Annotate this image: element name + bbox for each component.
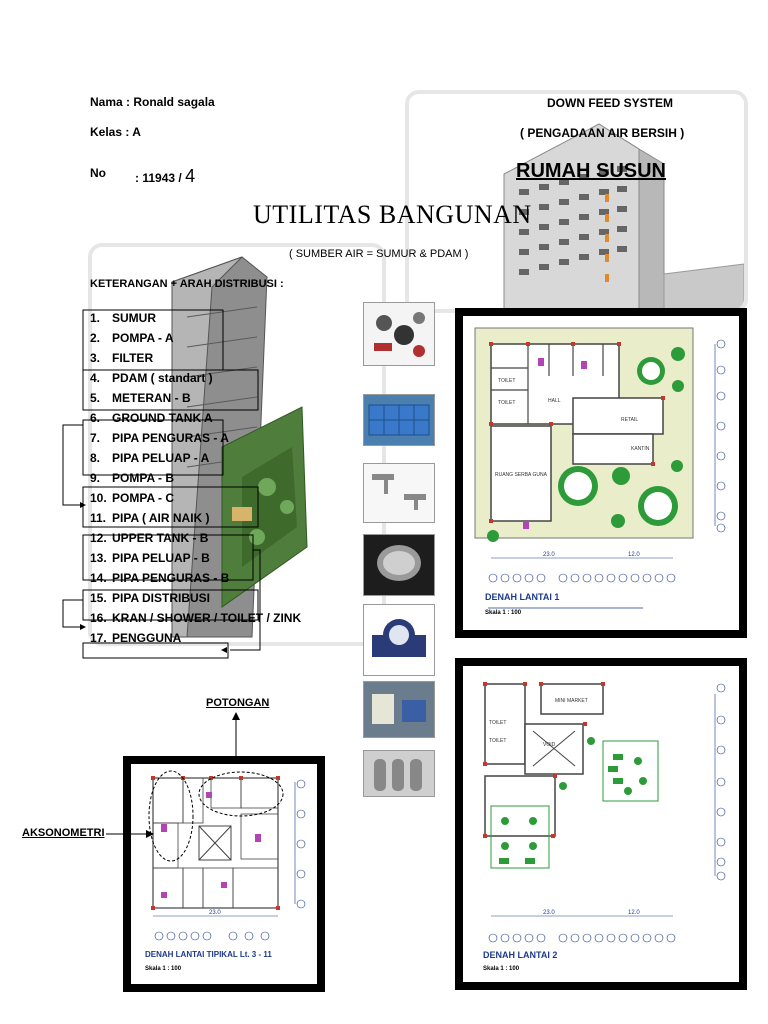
room-label: KANTIN (631, 446, 650, 452)
room-label: VOID (543, 742, 556, 748)
system-subtitle: ( PENGADAAN AIR BERSIH ) (520, 126, 685, 140)
student-name: Nama : Ronald sagala (90, 95, 215, 109)
faucet-image (363, 463, 435, 523)
floor-plan-1-drawing: TOILET TOILET HALL RETAIL KANTIN RUANG S… (474, 327, 726, 609)
list-item: 4.PDAM ( standart ) (90, 371, 213, 385)
pipe-fittings-image (363, 302, 435, 366)
aksonometri-label: AKSONOMETRI (22, 827, 105, 839)
floor-plan-1: TOILET TOILET HALL RETAIL KANTIN RUANG S… (455, 308, 747, 638)
list-item: 14.PIPA PENGURAS - B (90, 571, 230, 585)
list-item: 6.GROUND TANK A (90, 411, 213, 425)
building-render-frame (405, 90, 748, 313)
dim-label: 23.0 (543, 552, 555, 558)
water-source: ( SUMBER AIR = SUMUR & PDAM ) (289, 248, 469, 260)
list-item: 5.METERAN - B (90, 391, 191, 405)
room-label: RETAIL (621, 417, 638, 423)
list-item: 10.POMPA - C (90, 491, 174, 505)
floor-plan-2-drawing: MINI MARKET TOILET TOILET VOID 23.0 12.0 (483, 682, 726, 943)
page-title: UTILITAS BANGUNAN (253, 200, 532, 229)
aksonometri-arrow (106, 830, 154, 838)
list-item: 3.FILTER (90, 351, 154, 365)
student-class: Kelas : A (90, 125, 141, 139)
room-label: TOILET (498, 378, 515, 384)
dim-label: 12.0 (628, 910, 640, 916)
list-item: 17.PENGGUNA (90, 631, 182, 645)
legend-heading: KETERANGAN + ARAH DISTRIBUSI : (90, 278, 284, 290)
list-item: 11.PIPA ( AIR NAIK ) (90, 511, 210, 525)
water-meter-image (363, 604, 435, 676)
plan-scale: Skala 1 : 100 (483, 966, 520, 972)
potongan-arrow (232, 712, 240, 758)
list-item: 15.PIPA DISTRIBUSI (90, 591, 211, 605)
dim-label: 12.0 (628, 552, 640, 558)
list-item: 7.PIPA PENGURAS - A (90, 431, 229, 445)
room-label: TOILET (489, 738, 506, 744)
room-label: HALL (548, 398, 561, 404)
pump-panel-image (363, 681, 435, 738)
room-label: TOILET (489, 720, 506, 726)
dim-label: 23.0 (543, 910, 555, 916)
list-item: 1.SUMUR (90, 311, 156, 325)
floor-plan-typical: 23.0 DENAH LANTAI TIPIKAL Lt. 3 - 11 Ska… (123, 756, 325, 992)
plan-title: DENAH LANTAI 1 (485, 592, 560, 602)
list-item: 8.PIPA PELUAP - A (90, 451, 210, 465)
plan-scale: Skala 1 : 100 (145, 966, 182, 972)
tower-axonometric-image (171, 256, 308, 638)
room-label: TOILET (498, 400, 515, 406)
list-item: 2.POMPA - A (90, 331, 174, 345)
plan-title: DENAH LANTAI 2 (483, 950, 558, 960)
shower-image (363, 534, 435, 596)
room-label: MINI MARKET (555, 698, 588, 704)
dim-label: 23.0 (209, 910, 221, 916)
plan-title: DENAH LANTAI TIPIKAL Lt. 3 - 11 (145, 950, 272, 959)
student-no-suffix: 4 (185, 166, 196, 186)
potongan-label: POTONGAN (206, 697, 270, 709)
system-name: DOWN FEED SYSTEM (547, 96, 674, 110)
ground-tank-image (363, 394, 435, 446)
tower-frame (88, 243, 386, 646)
floor-plan-2: MINI MARKET TOILET TOILET VOID 23.0 12.0… (455, 658, 747, 990)
apartment-tower-image (409, 94, 744, 309)
floor-plan-typical-drawing: 23.0 (148, 770, 306, 941)
list-item: 16.KRAN / SHOWER / TOILET / ZINK (90, 611, 302, 625)
plan-scale: Skala 1 : 100 (485, 610, 522, 616)
room-label: RUANG SERBA GUNA (495, 472, 548, 478)
building-title: RUMAH SUSUN (516, 160, 666, 182)
filter-tank-image (363, 750, 435, 797)
list-item: 13.PIPA PELUAP - B (90, 551, 210, 565)
student-no-number: : 11943 / (135, 171, 182, 185)
distribution-connectors (62, 309, 261, 659)
student-no-label: No (90, 166, 106, 180)
student-no-value: : 11943 / 4 (135, 166, 195, 187)
